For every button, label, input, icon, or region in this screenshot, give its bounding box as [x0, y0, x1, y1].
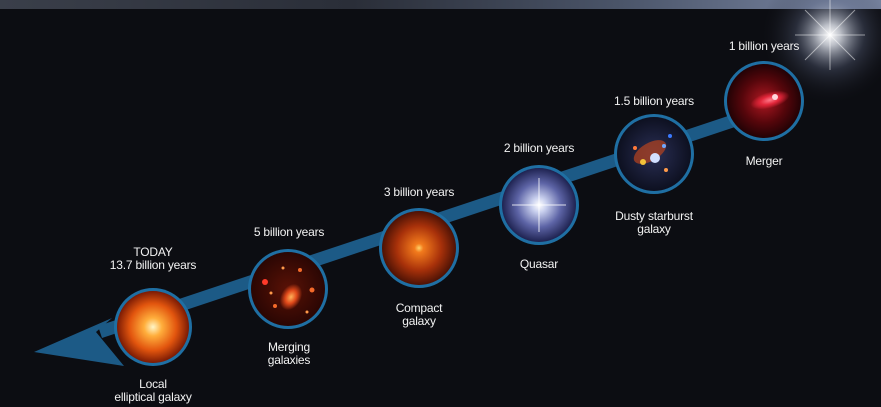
time-line-1: 1 billion years — [728, 39, 800, 53]
local-elliptical-galaxy-image — [114, 288, 192, 366]
name-line-galaxy: galaxy — [402, 314, 436, 328]
stage-time-local: TODAY 13.7 billion years — [109, 245, 197, 272]
stage-time-merging: 5 billion years — [253, 225, 325, 239]
stage-name-local: Local elliptical galaxy — [114, 377, 192, 404]
name-line-elliptical: elliptical galaxy — [114, 390, 192, 404]
time-line-13-7: 13.7 billion years — [109, 258, 197, 272]
name-line-merger: Merger — [745, 154, 783, 168]
stage-time-compact: 3 billion years — [383, 185, 455, 199]
merging-galaxies-image — [248, 249, 328, 329]
compact-galaxy-image — [379, 208, 459, 288]
stage-name-compact: Compact galaxy — [396, 302, 443, 328]
name-line-galaxy-2: galaxy — [637, 222, 671, 236]
time-line-2: 2 billion years — [503, 141, 575, 155]
quasar-image — [499, 165, 579, 245]
stage-name-dusty: Dusty starburst galaxy — [615, 210, 693, 236]
name-line-dusty: Dusty starburst — [615, 209, 693, 223]
stage-name-merger: Merger — [746, 155, 783, 168]
stage-name-merging: Merging galaxies — [267, 340, 311, 367]
star-rays — [795, 0, 865, 70]
name-line-quasar: Quasar — [519, 257, 559, 271]
stage-time-dusty: 1.5 billion years — [614, 95, 694, 108]
name-line-merging: Merging — [268, 340, 310, 354]
time-line-today: TODAY — [133, 245, 173, 259]
stage-time-quasar: 2 billion years — [503, 141, 575, 155]
stage-name-quasar: Quasar — [520, 258, 558, 271]
name-line-local: Local — [139, 377, 167, 391]
name-line-compact: Compact — [395, 301, 443, 315]
stage-time-merger: 1 billion years — [728, 39, 800, 53]
time-line-3: 3 billion years — [383, 185, 455, 199]
dusty-starburst-galaxy-image — [614, 114, 694, 194]
sky-strip — [0, 0, 881, 9]
time-line-5: 5 billion years — [253, 225, 325, 239]
time-line-1-5: 1.5 billion years — [614, 94, 694, 108]
name-line-galaxies: galaxies — [267, 353, 311, 367]
merger-image — [724, 61, 804, 141]
